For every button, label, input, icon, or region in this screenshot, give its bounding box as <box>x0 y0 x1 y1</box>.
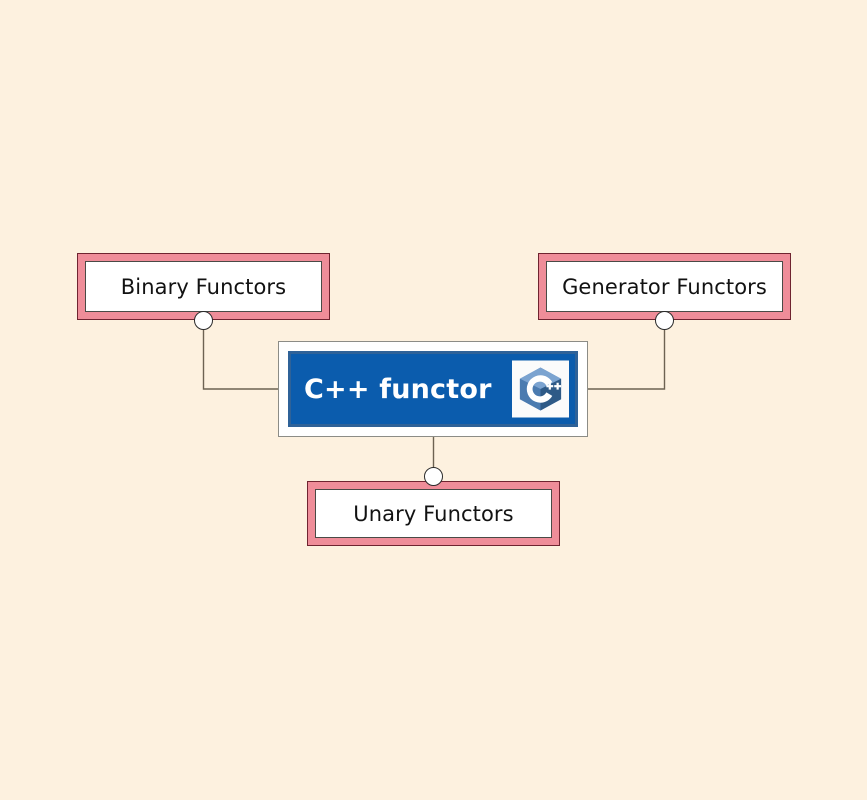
node-unary-functors[interactable]: Unary Functors <box>307 481 560 546</box>
junction-generator-functors[interactable] <box>655 311 674 330</box>
node-cpp-functor-inner: C++ functor <box>288 351 578 427</box>
node-generator-functors[interactable]: Generator Functors <box>538 253 791 320</box>
node-cpp-functor[interactable]: C++ functor <box>278 341 588 437</box>
node-binary-functors[interactable]: Binary Functors <box>77 253 330 320</box>
connector-binary <box>202 320 278 390</box>
node-generator-functors-inner: Generator Functors <box>546 261 783 312</box>
cpp-logo-icon <box>512 360 569 418</box>
node-binary-functors-inner: Binary Functors <box>85 261 322 312</box>
node-generator-functors-label: Generator Functors <box>562 274 767 299</box>
node-binary-functors-label: Binary Functors <box>120 274 287 299</box>
junction-unary-functors[interactable] <box>424 467 443 486</box>
connector-generator <box>588 320 666 390</box>
node-cpp-functor-label: C++ functor <box>304 373 492 405</box>
node-unary-functors-label: Unary Functors <box>353 501 514 526</box>
junction-binary-functors[interactable] <box>194 311 213 330</box>
node-unary-functors-inner: Unary Functors <box>315 489 552 538</box>
